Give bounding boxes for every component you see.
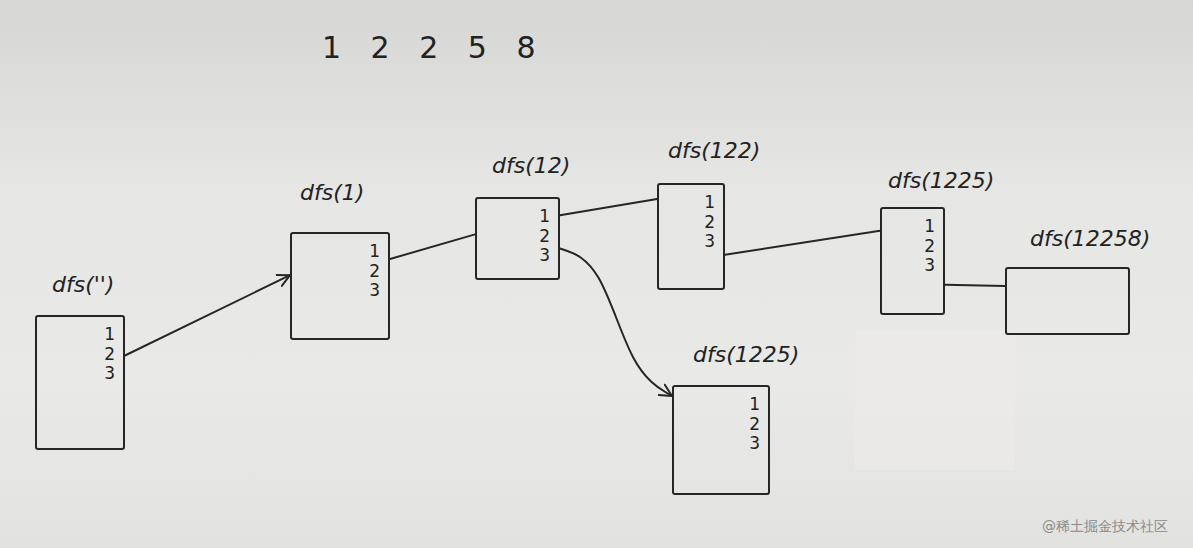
stack-frame: dfs(12)1 2 3 [475, 197, 560, 280]
frame-heading: dfs('') [52, 272, 114, 297]
branch-choices: 1 2 3 [923, 217, 935, 276]
branch-choices: 1 2 3 [103, 325, 115, 384]
frame-heading: dfs(1) [300, 180, 364, 205]
stack-frame: dfs('')1 2 3 [35, 315, 125, 450]
call-connector [725, 231, 880, 255]
frame-heading: dfs(122) [668, 138, 760, 163]
stack-frame: dfs(1)1 2 3 [290, 232, 390, 340]
frame-heading: dfs(1225) [693, 342, 799, 367]
call-connector [945, 285, 1005, 286]
frame-heading: dfs(12258) [1030, 226, 1150, 251]
frame-heading: dfs(12) [492, 153, 570, 178]
stack-frame: dfs(122)1 2 3 [657, 183, 725, 290]
watermark: @稀土掘金技术社区 [1042, 518, 1168, 536]
call-connector [390, 234, 475, 259]
call-connector [560, 248, 672, 396]
frame-heading: dfs(1225) [888, 168, 994, 193]
call-connector [560, 199, 657, 215]
number-sequence: 1 2 2 5 8 [322, 30, 546, 65]
branch-choices: 1 2 3 [748, 395, 760, 454]
stack-frame: dfs(12258) [1005, 267, 1130, 335]
branch-choices: 1 2 3 [703, 193, 715, 252]
stack-frame: dfs(1225)1 2 3 [880, 207, 945, 315]
branch-choices: 1 2 3 [368, 242, 380, 301]
call-connector [125, 275, 290, 355]
faded-panel [855, 330, 1015, 470]
branch-choices: 1 2 3 [538, 207, 550, 266]
stack-frame: dfs(1225)1 2 3 [672, 385, 770, 495]
